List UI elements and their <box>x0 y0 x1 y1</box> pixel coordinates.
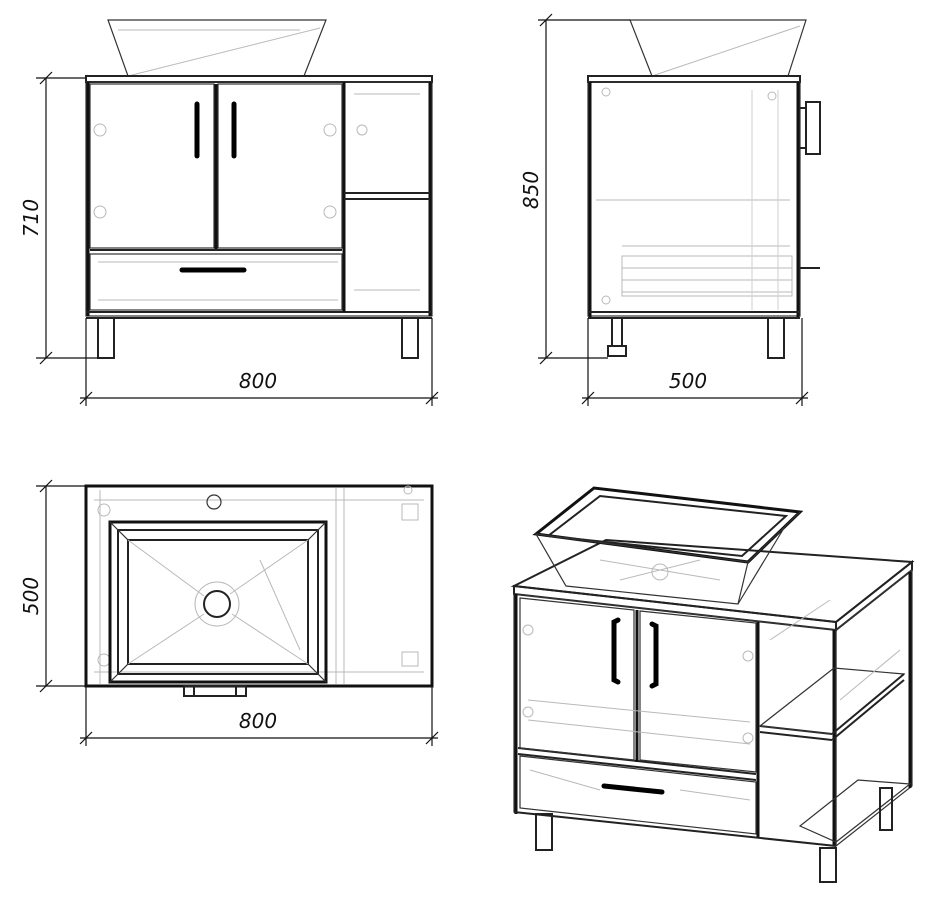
front-view: 710 800 <box>19 19 439 406</box>
side-view-front-leg <box>611 317 623 347</box>
top-view-width-label: 800 <box>239 709 277 733</box>
isometric-view <box>510 486 915 883</box>
side-view-back-leg <box>767 317 785 359</box>
top-view-width-dimension: 800 <box>79 686 439 746</box>
side-view-height-label: 850 <box>519 171 543 209</box>
iso-drawer-handle <box>601 783 665 795</box>
side-view-height-dimension: 850 <box>519 13 630 365</box>
top-view-depth-label: 500 <box>19 577 43 615</box>
top-view-drawer-handle <box>183 685 247 697</box>
front-view-left-leg <box>97 317 115 359</box>
iso-drawer <box>519 755 757 835</box>
front-view-right-door <box>217 83 343 249</box>
side-view-depth-label: 500 <box>669 369 707 393</box>
iso-left-door-handle <box>611 617 621 685</box>
side-view: 850 500 <box>519 13 821 406</box>
top-view-basin <box>108 520 328 684</box>
top-view: 500 800 <box>19 479 439 746</box>
top-view-faucet-hole <box>206 494 222 510</box>
front-view-countertop <box>85 75 433 83</box>
side-view-depth-dimension: 500 <box>581 318 809 406</box>
iso-back-right-leg <box>879 787 893 831</box>
front-view-height-dimension: 710 <box>19 71 98 365</box>
iso-left-door <box>519 597 635 761</box>
side-view-leg-foot <box>607 345 627 357</box>
front-view-width-dimension: 800 <box>79 318 439 406</box>
iso-cabinet-front <box>513 593 837 847</box>
iso-right-door <box>639 610 757 773</box>
top-view-countertop <box>84 484 434 688</box>
top-view-drain <box>203 590 231 618</box>
top-view-depth-dimension: 500 <box>19 479 86 693</box>
iso-front-left-leg <box>535 813 553 851</box>
side-view-handle <box>800 101 821 269</box>
iso-side-shelves <box>758 568 913 848</box>
side-view-vessel-sink <box>629 19 807 77</box>
front-view-drawer <box>89 253 343 311</box>
iso-vessel-sink <box>532 486 804 605</box>
iso-right-door-handle <box>649 621 659 689</box>
front-view-height-label: 710 <box>19 199 43 237</box>
side-view-cabinet-body <box>587 81 801 319</box>
front-view-cabinet-body <box>85 81 433 319</box>
side-view-countertop <box>587 75 801 83</box>
iso-front-right-leg <box>819 847 837 883</box>
front-view-vessel-sink <box>107 19 327 77</box>
front-view-width-label: 800 <box>239 369 277 393</box>
front-view-right-leg <box>401 317 419 359</box>
front-view-left-door <box>89 83 215 249</box>
